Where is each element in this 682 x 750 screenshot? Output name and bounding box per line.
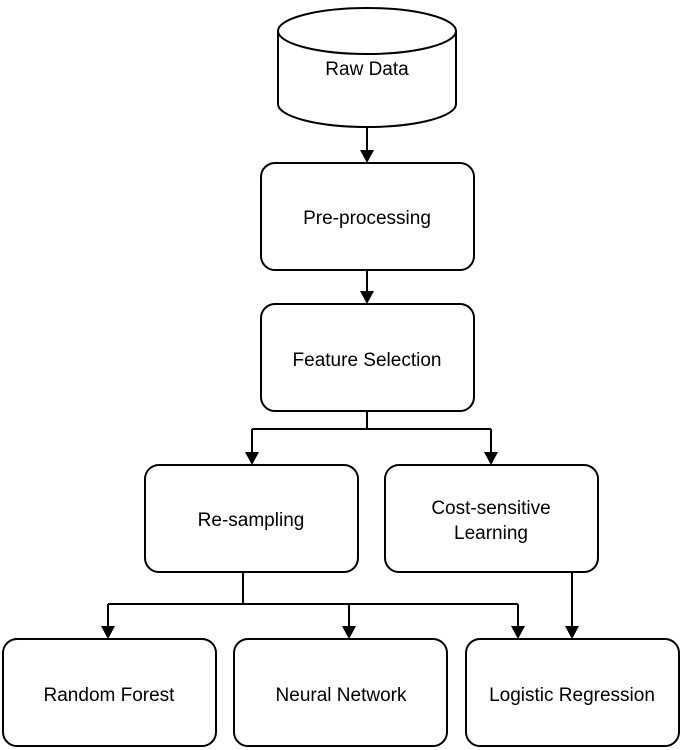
raw-data-label: Raw Data (325, 59, 409, 80)
node-raw-data: Raw Data (277, 7, 457, 128)
node-logistic-regression: Logistic Regression (465, 638, 680, 747)
node-resampling: Re-sampling (144, 464, 359, 573)
edge-feature-selection-split (245, 411, 498, 465)
edge-resampling-split (101, 572, 525, 639)
preprocessing-label: Pre-processing (303, 208, 431, 229)
cost-sensitive-label-line-2: Learning (454, 523, 528, 544)
node-random-forest: Random Forest (2, 638, 217, 747)
node-cost-sensitive-learning: Cost-sensitive Learning (384, 464, 599, 573)
feature-selection-label: Feature Selection (293, 350, 442, 371)
edge-preprocessing-to-feature-selection (360, 270, 374, 304)
node-preprocessing: Pre-processing (260, 162, 475, 271)
logistic-regression-label: Logistic Regression (489, 685, 655, 706)
node-neural-network: Neural Network (233, 638, 448, 747)
edges (101, 126, 579, 639)
database-cylinder-icon (277, 7, 457, 128)
resampling-label: Re-sampling (198, 510, 305, 531)
edge-cost-sensitive-to-logistic-regression (565, 573, 579, 639)
edge-raw-data-to-preprocessing (360, 126, 374, 163)
random-forest-label: Random Forest (44, 685, 176, 706)
node-feature-selection: Feature Selection (260, 303, 475, 412)
cost-sensitive-label-line-1: Cost-sensitive (431, 498, 550, 519)
neural-network-label: Neural Network (276, 685, 407, 706)
